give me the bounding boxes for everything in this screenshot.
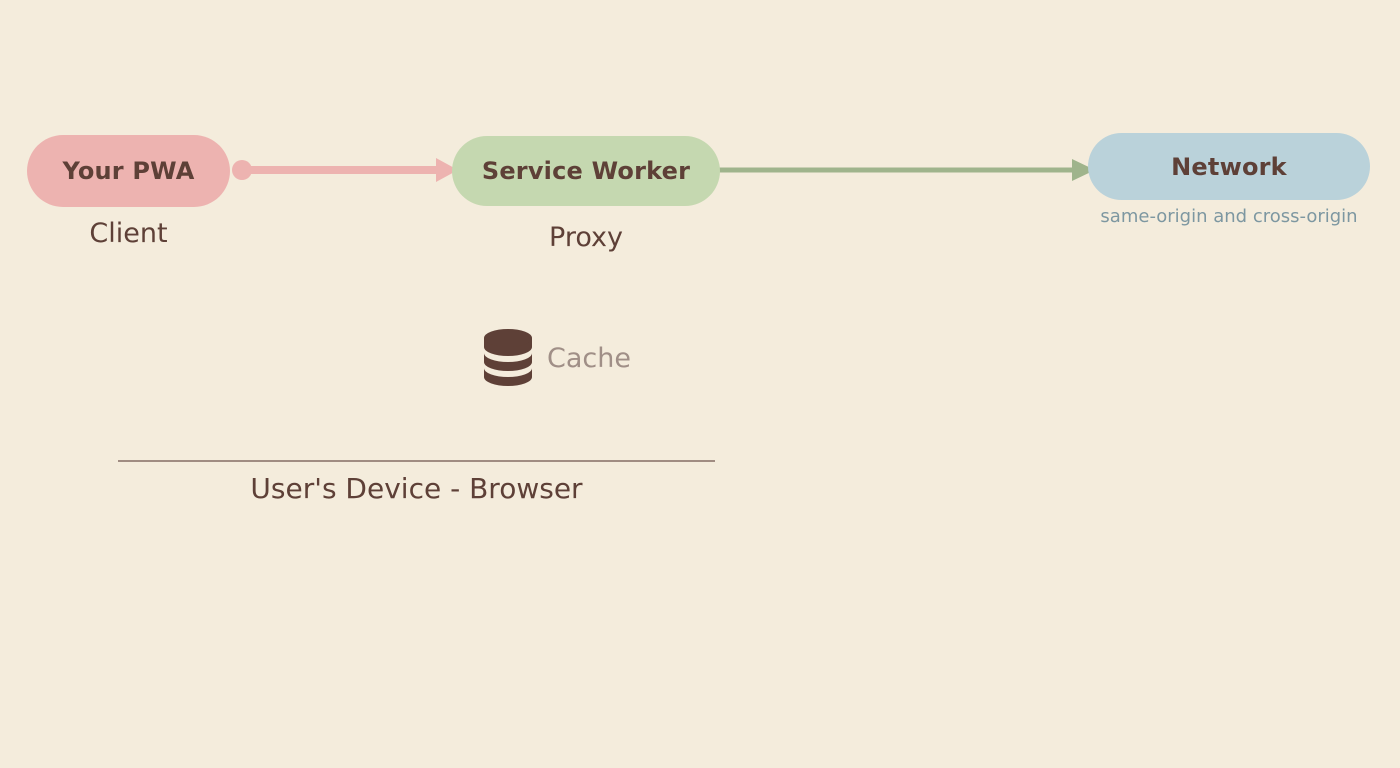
connector-pwa-to-service-worker [232,158,458,182]
arrowhead-icon [436,158,458,182]
arrowhead-icon [1072,159,1095,181]
database-icon [484,329,532,386]
node-network-sublabel: same-origin and cross-origin [1100,206,1358,227]
node-your-pwa[interactable]: Your PWA [27,135,230,207]
boundary-label: User's Device - Browser [250,472,583,505]
node-your-pwa-label: Your PWA [62,157,195,185]
node-your-pwa-sublabel: Client [89,218,168,249]
boundary-divider [118,460,715,462]
node-service-worker[interactable]: Service Worker [452,136,720,206]
node-service-worker-sublabel: Proxy [549,222,623,253]
connector-service-worker-to-network [716,159,1095,181]
node-network-label: Network [1171,152,1287,181]
cache-label: Cache [547,342,631,374]
node-network[interactable]: Network [1088,133,1370,200]
node-service-worker-label: Service Worker [481,157,691,185]
cache-group[interactable]: Cache [483,326,663,390]
